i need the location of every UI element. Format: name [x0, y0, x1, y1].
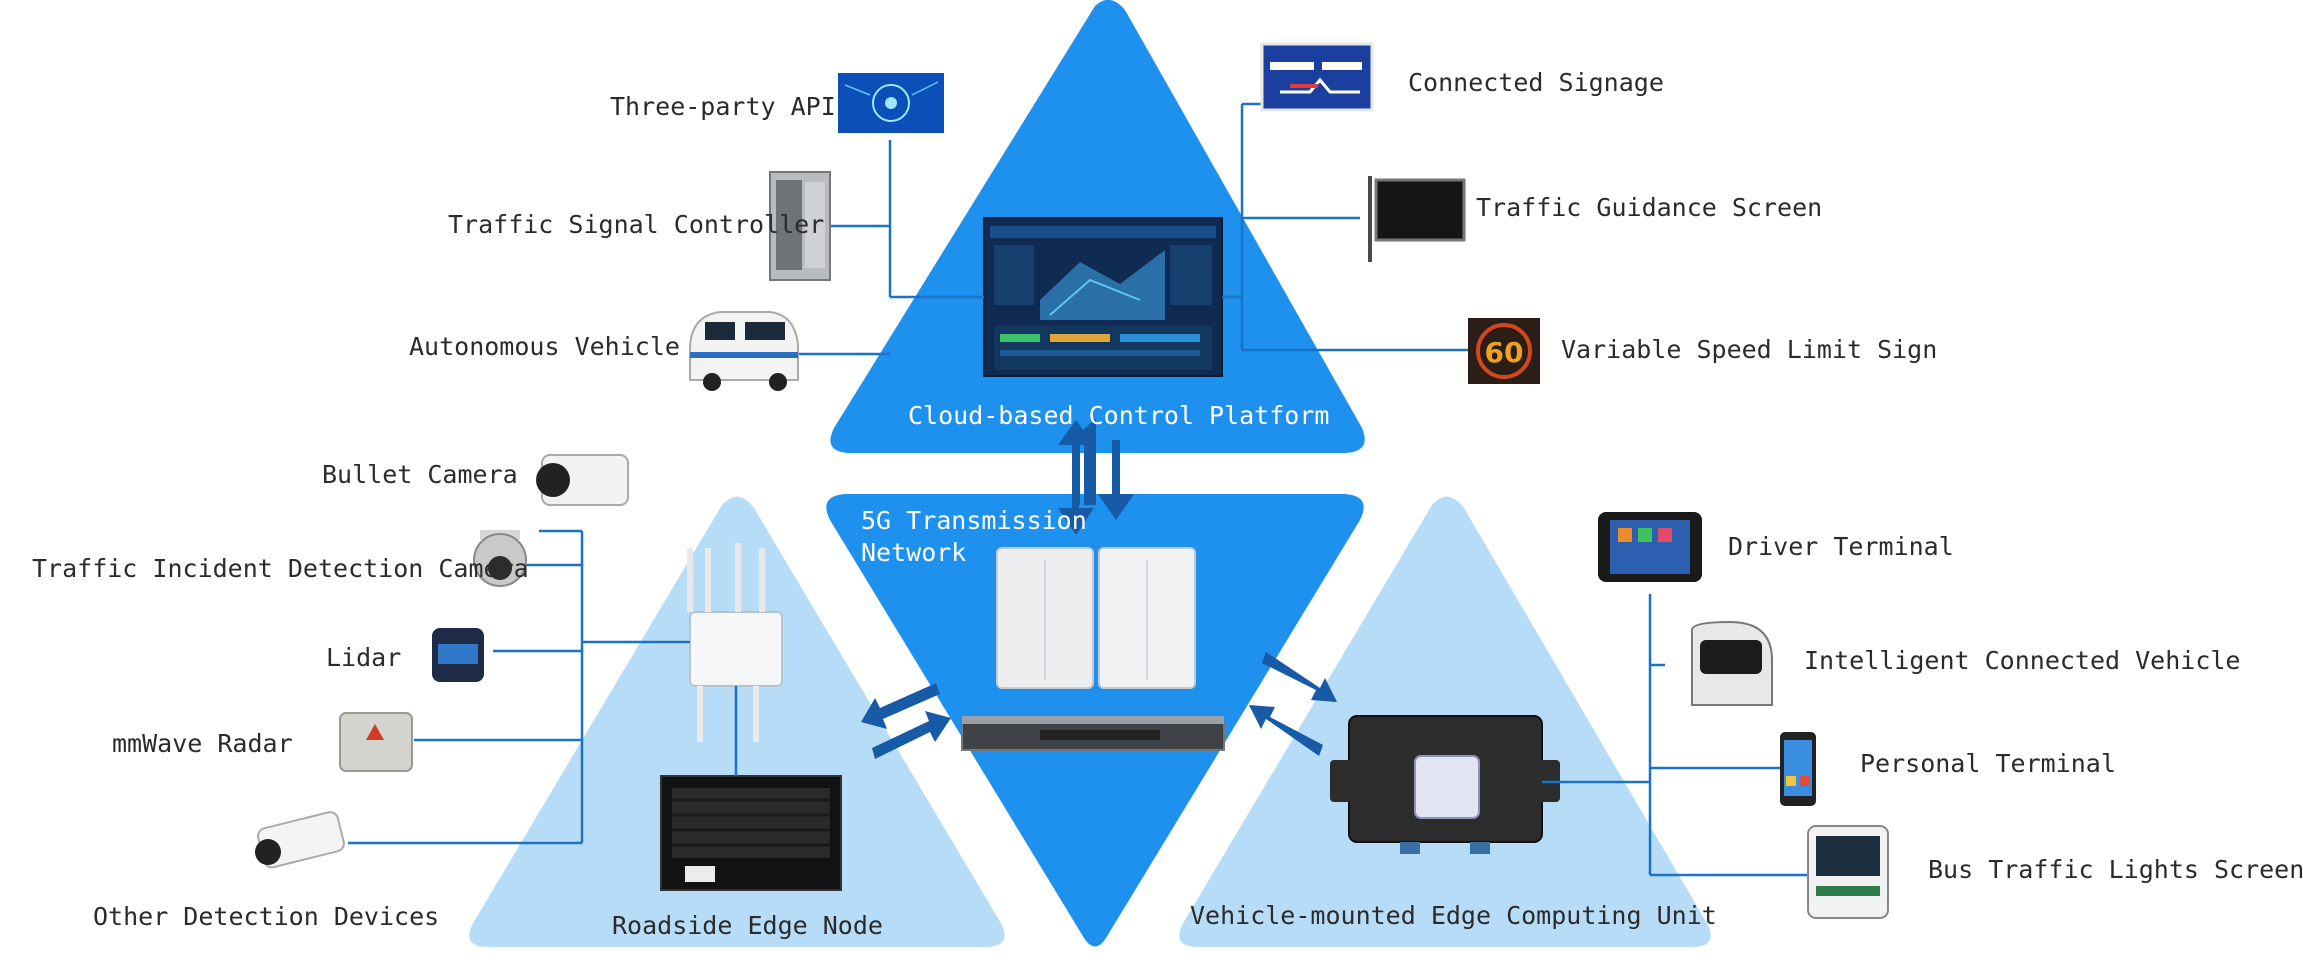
- cloud-network-double-arrow: [1058, 418, 1134, 535]
- bullet-camera-icon: [536, 454, 629, 506]
- roadside-node-label: Roadside Edge Node: [612, 911, 883, 940]
- connected-signage-label: Connected Signage: [1408, 68, 1664, 97]
- mmwave-radar-label: mmWave Radar: [112, 729, 293, 758]
- other-detection-devices-label: Other Detection Devices: [93, 902, 440, 931]
- bus-traffic-lights-screen-label: Bus Traffic Lights Screen: [1928, 855, 2303, 884]
- intelligent-connected-vehicle-icon: [1691, 620, 1773, 706]
- driver-terminal-icon: [1598, 512, 1702, 582]
- three-party-api-icon: [838, 73, 944, 133]
- network-label: 5G Transmission Network: [861, 506, 1087, 567]
- 5g-base-station-units: [961, 547, 1225, 751]
- cloud-platform-label: Cloud-based Control Platform: [908, 401, 1330, 430]
- traffic-incident-detection-camera-label: Traffic Incident Detection Camera: [32, 554, 529, 583]
- variable-speed-limit-sign-label: Variable Speed Limit Sign: [1561, 335, 1938, 364]
- svg-text:60: 60: [1485, 336, 1524, 369]
- bullet-camera-label: Bullet Camera: [322, 460, 518, 489]
- traffic-signal-controller-label: Traffic Signal Controller: [448, 210, 825, 239]
- lidar-label: Lidar: [326, 643, 402, 672]
- roadside-compute-cabinet: [660, 775, 842, 891]
- intelligent-connected-vehicle-label: Intelligent Connected Vehicle: [1804, 646, 2241, 675]
- driver-terminal-label: Driver Terminal: [1728, 532, 1954, 561]
- autonomous-vehicle-label: Autonomous Vehicle: [409, 332, 680, 361]
- three-party-api-label: Three-party API: [610, 92, 836, 121]
- vehicle-network-double-arrow: [1249, 652, 1337, 756]
- connector-lines: [348, 102, 1808, 877]
- mmwave-radar-icon: [339, 712, 413, 772]
- traffic-incident-detection-camera-icon: [473, 530, 527, 587]
- lidar-icon: [432, 628, 484, 682]
- roadside-network-double-arrow: [861, 683, 951, 759]
- bus-traffic-lights-screen-icon: [1807, 825, 1889, 919]
- cloud-dashboard-screen: [983, 217, 1223, 377]
- personal-terminal-label: Personal Terminal: [1860, 749, 2116, 778]
- personal-terminal-icon: [1780, 732, 1816, 806]
- vehicle-edge-computing-device: [1330, 715, 1560, 854]
- connected-signage-icon: [1260, 42, 1374, 112]
- traffic-guidance-screen-icon: [1368, 176, 1466, 262]
- other-detection-devices-icon: [255, 811, 345, 869]
- traffic-signal-controller-icon: [769, 171, 831, 281]
- autonomous-vehicle-icon: [689, 311, 799, 391]
- roadside-router-device: [687, 543, 783, 742]
- traffic-guidance-screen-label: Traffic Guidance Screen: [1476, 193, 1823, 222]
- variable-speed-limit-sign-icon: 60: [1468, 318, 1540, 384]
- vehicle-unit-label: Vehicle-mounted Edge Computing Unit: [1190, 901, 1717, 930]
